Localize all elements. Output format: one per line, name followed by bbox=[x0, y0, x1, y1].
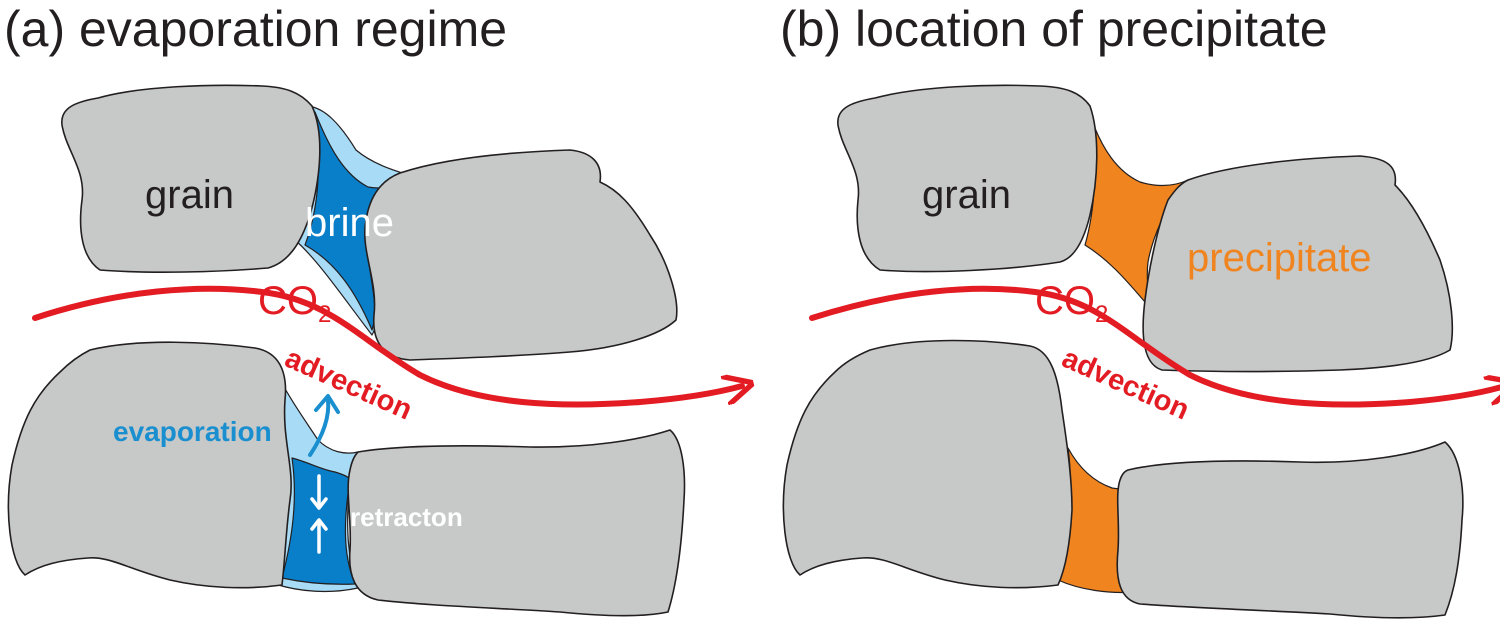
co2-label-a: CO2 bbox=[258, 279, 331, 328]
co2-flow-arrow-a bbox=[32, 285, 742, 408]
panel-b-title: (b) location of precipitate bbox=[780, 1, 1328, 57]
grain-upper-right-b bbox=[1142, 155, 1454, 373]
precipitate-label: precipitate bbox=[1187, 236, 1372, 280]
evaporation-arrow bbox=[308, 398, 331, 457]
grain-upper-right bbox=[364, 149, 678, 361]
grain-label-b: grain bbox=[922, 173, 1011, 217]
retraction-arrows bbox=[310, 474, 328, 554]
grain-lower-left-b bbox=[782, 339, 1073, 589]
panel-a-title: (a) evaporation regime bbox=[4, 1, 507, 57]
retraction-label: retracton bbox=[350, 502, 463, 532]
evaporation-arrowhead bbox=[314, 394, 340, 414]
evaporation-label: evaporation bbox=[113, 416, 272, 447]
precipitate-upper bbox=[1084, 114, 1189, 303]
grain-upper-left-b bbox=[837, 84, 1098, 273]
grain-label-a: grain bbox=[145, 173, 234, 217]
grain-lower-right-b bbox=[1116, 441, 1464, 619]
panel-b: (b) location of precipitate grain precip… bbox=[780, 1, 1500, 619]
co2-label-b: CO2 bbox=[1035, 279, 1108, 328]
grain-lower-left bbox=[7, 341, 292, 589]
co2-flow-arrow-b bbox=[809, 285, 1500, 408]
panel-a: (a) evaporation regime grain brine CO2 a… bbox=[4, 1, 742, 617]
brine-label: brine bbox=[305, 201, 394, 245]
grain-lower-right bbox=[347, 429, 686, 617]
grain-upper-left bbox=[61, 84, 321, 273]
